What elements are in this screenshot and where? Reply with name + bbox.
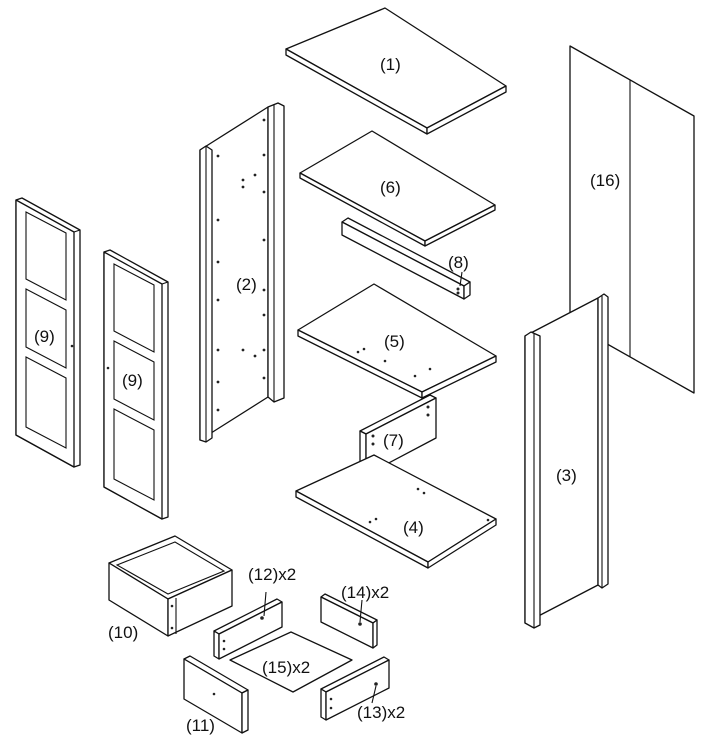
part-label-door-right: (9) (122, 371, 143, 390)
door-right: (9) (103, 249, 169, 520)
part-label-drawer-assembled: (10) (108, 623, 138, 642)
upper-shelf: (6) (299, 130, 496, 247)
part-label-drawer-bottom: (15)x2 (262, 658, 310, 677)
rail: (8) (341, 217, 471, 300)
drawer-front: (11) (183, 655, 249, 735)
part-label-drawer-side-right: (13)x2 (357, 703, 405, 722)
part-label-top-panel: (1) (380, 55, 401, 74)
part-label-door-left: (9) (34, 327, 55, 346)
part-label-right-side-panel: (3) (556, 466, 577, 485)
right-side-panel: (3) (524, 293, 609, 629)
part-label-back-panel: (16) (590, 171, 620, 190)
part-label-rail: (8) (448, 253, 469, 272)
middle-shelf: (5) (297, 283, 497, 399)
door-left: (9) (15, 197, 81, 468)
drawer-back: (14)x2 (320, 583, 389, 649)
left-side-panel: (2) (199, 102, 285, 443)
drawer-assembled: (10) (108, 535, 233, 642)
part-label-left-side-panel: (2) (236, 275, 257, 294)
part-label-bottom-shelf: (4) (403, 518, 424, 537)
part-label-middle-shelf: (5) (384, 332, 405, 351)
bottom-shelf: (4) (295, 454, 497, 569)
drawer-side-left: (12)x2 (213, 565, 296, 660)
part-label-drawer-side-left: (12)x2 (248, 565, 296, 584)
plinth-front: (7) (359, 394, 437, 476)
part-label-upper-shelf: (6) (380, 178, 401, 197)
drawer-side-right: (13)x2 (320, 656, 405, 722)
part-label-drawer-back: (14)x2 (341, 583, 389, 602)
top-panel: (1) (285, 7, 507, 135)
drawer-bottom: (15)x2 (229, 631, 353, 693)
part-label-plinth-front: (7) (383, 431, 404, 450)
part-label-drawer-front: (11) (186, 716, 215, 735)
